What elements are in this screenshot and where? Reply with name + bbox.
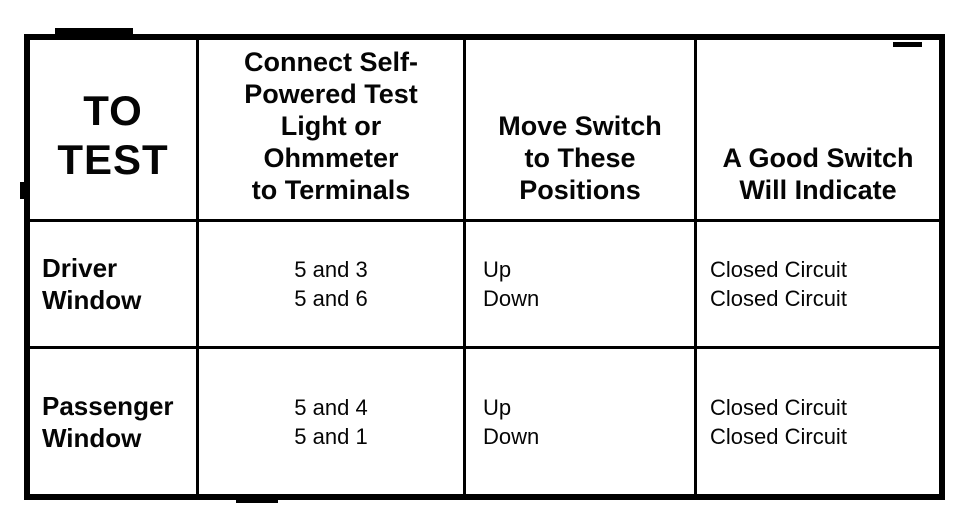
row-driver-window-terminals: 5 and 3 5 and 6 bbox=[199, 222, 466, 349]
switch-test-table: TO TEST Connect Self- Powered Test Light… bbox=[24, 34, 945, 500]
row-passenger-window-terminals: 5 and 4 5 and 1 bbox=[199, 349, 466, 494]
scan-artifact bbox=[20, 182, 25, 199]
scan-artifact bbox=[55, 28, 133, 35]
header-move-switch-positions: Move Switch to These Positions bbox=[466, 40, 697, 222]
row-passenger-window-positions: Up Down bbox=[466, 349, 697, 494]
header-to-test: TO TEST bbox=[30, 40, 199, 222]
header-good-switch-indicate: A Good Switch Will Indicate bbox=[697, 40, 939, 222]
row-passenger-window-indication: Closed Circuit Closed Circuit bbox=[710, 394, 847, 449]
row-driver-window-label: Driver Window bbox=[30, 222, 199, 349]
row-driver-window-positions: Up Down bbox=[466, 222, 697, 349]
scan-artifact bbox=[893, 42, 922, 47]
header-connect-terminals: Connect Self- Powered Test Light or Ohmm… bbox=[199, 40, 466, 222]
row-passenger-window-label: Passenger Window bbox=[30, 349, 199, 494]
row-driver-window-indication: Closed Circuit Closed Circuit bbox=[697, 222, 939, 349]
scan-artifact bbox=[236, 499, 278, 503]
